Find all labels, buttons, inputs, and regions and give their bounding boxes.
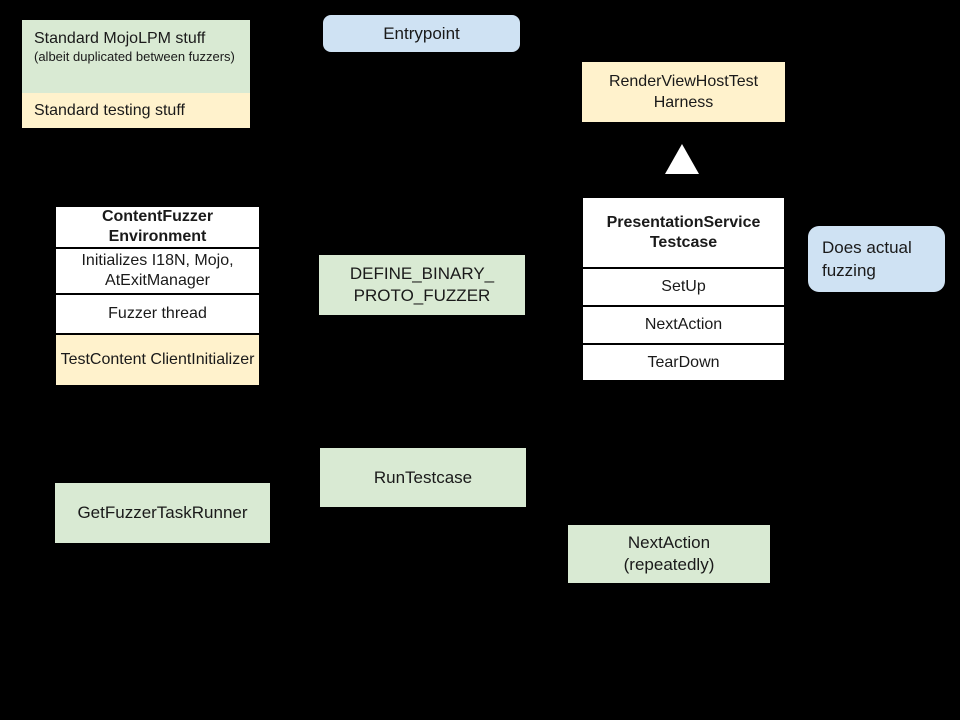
define-label-line: PROTO_FUZZER — [353, 286, 491, 305]
run-testcase-label: RunTestcase — [373, 467, 473, 487]
class-header: ContentFuzzer Environment — [56, 207, 259, 247]
class-row: Initializes I18N, Mojo, AtExitManager — [56, 247, 259, 293]
node-render-view-host-test-harness: RenderViewHostTest Harness — [582, 62, 785, 122]
node-run-testcase: RunTestcase — [320, 448, 526, 507]
node-presentation-service-testcase: PresentationService Testcase SetUp NextA… — [582, 197, 785, 381]
node-define-binary-proto-fuzzer: DEFINE_BINARY_ PROTO_FUZZER — [319, 255, 525, 315]
class-row: NextAction — [583, 305, 784, 343]
next-action-label-line: (repeatedly) — [623, 555, 715, 574]
legend-mojolpm-note: (albeit duplicated between fuzzers) — [34, 49, 235, 64]
class-header: PresentationService Testcase — [583, 198, 784, 267]
class-row: Fuzzer thread — [56, 293, 259, 333]
class-row: TestContent ClientInitializer — [56, 333, 259, 385]
legend-testing-label: Standard testing stuff — [22, 93, 250, 128]
class-title-line: Testcase — [649, 233, 718, 251]
define-label-line: DEFINE_BINARY_ — [349, 264, 495, 283]
callout-label: Does actual fuzzing — [822, 238, 912, 280]
entrypoint-label: Entrypoint — [383, 23, 460, 43]
class-title-line: PresentationService — [606, 213, 761, 231]
class-title-line: Environment — [108, 228, 207, 245]
node-content-fuzzer-environment: ContentFuzzer Environment Initializes I1… — [55, 206, 260, 386]
harness-label-line: Harness — [653, 94, 714, 111]
get-fuzzer-task-runner-label: GetFuzzerTaskRunner — [77, 503, 248, 522]
callout-does-actual-fuzzing: Does actual fuzzing — [808, 226, 945, 292]
legend: Standard MojoLPM stuff (albeit duplicate… — [22, 20, 250, 128]
next-action-label-line: NextAction — [627, 533, 711, 552]
class-row: TearDown — [583, 343, 784, 380]
inheritance-triangle-icon — [665, 144, 699, 174]
class-row: SetUp — [583, 267, 784, 305]
legend-mojolpm-label: Standard MojoLPM stuff — [34, 30, 206, 47]
node-entrypoint: Entrypoint — [323, 15, 520, 52]
class-title-line: ContentFuzzer — [101, 208, 214, 225]
legend-mojolpm-section: Standard MojoLPM stuff (albeit duplicate… — [22, 20, 250, 93]
node-get-fuzzer-task-runner: GetFuzzerTaskRunner — [55, 483, 270, 543]
harness-label-line: RenderViewHostTest — [608, 73, 759, 90]
node-next-action-repeatedly: NextAction (repeatedly) — [568, 525, 770, 583]
